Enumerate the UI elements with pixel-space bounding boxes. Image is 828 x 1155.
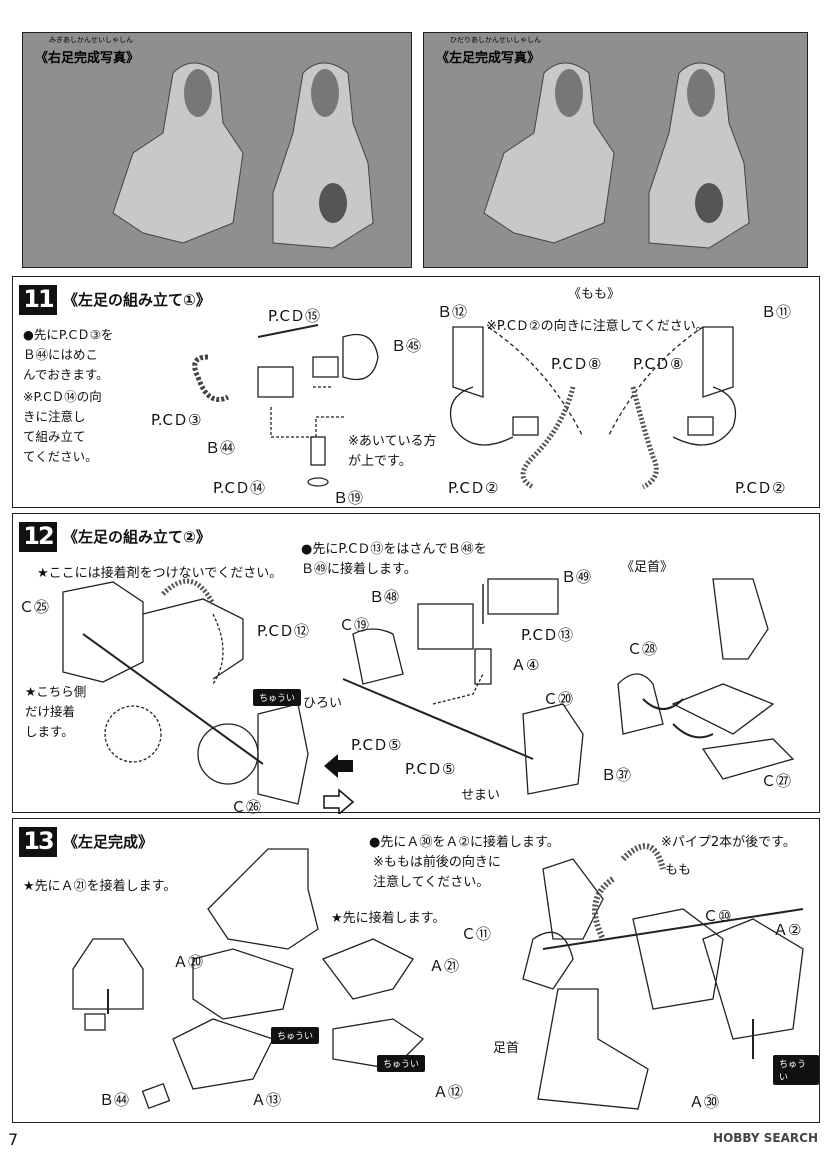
caution-tag-13a: ちゅうい	[271, 1027, 320, 1044]
label-a13: Ａ⑬	[251, 1091, 282, 1109]
label-b54: Ｂ㊹	[99, 1091, 130, 1109]
label-a30: Ａ㉚	[689, 1093, 720, 1111]
caution-tag-13b: ちゅうい	[377, 1055, 426, 1072]
ashikubi-title: 《足首》	[621, 560, 674, 575]
label-a21: Ａ㉑	[429, 957, 460, 975]
label-pcd5-b: P.CＤ⑤	[405, 760, 456, 778]
label-c10: Ｃ⑩	[703, 907, 732, 925]
first-glue-note: ●先にP.CＤ⑬をはさんでＢ㊽を Ｂ㊾に接着します。	[301, 542, 487, 577]
label-hiroi: ひろい	[303, 696, 343, 711]
label-b11: Ｂ⑪	[761, 303, 792, 321]
glue-first-note: ★先に接着します。	[331, 911, 446, 926]
right-leg-photo: みぎあしかんせいしゃしん 《右足完成写真》	[22, 32, 412, 268]
label-b19: Ｂ⑲	[333, 489, 364, 507]
label-a20: Ａ⑳	[173, 953, 204, 971]
momo-title: 《もも》	[568, 287, 621, 302]
step-11-number: 11	[19, 285, 57, 315]
a21-glue-note: ★先にＡ㉑を接着します。	[23, 879, 177, 894]
label-semai: せまい	[461, 788, 501, 803]
a30-glue-note: ●先にＡ㉚をＡ②に接着します。	[369, 835, 560, 850]
label-c27: Ｃ㉗	[761, 772, 792, 790]
step-11-note-1: ●先にP.CＤ③を Ｂ㊹にはめこ んでおきます。	[23, 327, 114, 382]
watermark-brand: HOBBY SEARCH	[713, 1131, 818, 1145]
caution-tag-13c: ちゅうい	[773, 1055, 819, 1085]
right-photo-ruby: みぎあしかんせいしゃしん	[49, 36, 133, 44]
label-b58: Ｂ㊽	[369, 588, 400, 606]
label-c28: Ｃ㉘	[627, 640, 658, 658]
label-c20: Ｃ⑳	[543, 690, 574, 708]
step-13-title: 《左足完成》	[63, 833, 154, 851]
label-c26: Ｃ㉖	[231, 798, 262, 816]
left-leg-photo-shapes	[483, 62, 750, 249]
step-13-panel: 13 《左足完成》 ★先にＡ㉑を接着します。 ●先にＡ㉚をＡ②に接着します。 ※…	[12, 818, 820, 1123]
label-pcd13: P.CＤ⑬	[521, 626, 573, 644]
label-a12: Ａ⑫	[433, 1083, 464, 1101]
step-13-number: 13	[19, 827, 57, 857]
this-side-note: ★こちら側 だけ接着 します。	[25, 684, 87, 739]
pipe-note: ※パイプ2本が後です。	[661, 835, 796, 850]
label-b12: Ｂ⑫	[437, 303, 468, 321]
label-pcd14: P.CＤ⑭	[213, 479, 265, 497]
label-pcd2-b: P.CＤ②	[735, 479, 786, 497]
label-b44: Ｂ㊹	[205, 439, 236, 457]
label-c19: Ｃ⑲	[339, 616, 370, 634]
label-c11: Ｃ⑪	[461, 925, 492, 943]
label-ashikubi-13: 足首	[493, 1041, 520, 1056]
left-photo-label: 《左足完成写真》	[436, 51, 541, 66]
label-b45: Ｂ㊺	[391, 337, 422, 355]
step-12-title: 《左足の組み立て②》	[63, 528, 211, 546]
step-11-diagram	[192, 324, 737, 490]
step-12-panel: 12 《左足の組み立て②》 ★ここには接着剤をつけないでください。 ●先にP.C…	[12, 513, 820, 816]
label-pcd5-a: P.CＤ⑤	[351, 736, 402, 754]
label-b37: Ｂ㊲	[601, 766, 632, 784]
label-b59: Ｂ㊾	[561, 568, 592, 586]
left-leg-photo: ひだりあしかんせいしゃしん 《左足完成写真》	[423, 32, 808, 268]
label-pcd2-a: P.CＤ②	[448, 479, 499, 497]
momo-orientation-note: ※ももは前後の向きに 注意してください。	[373, 855, 501, 890]
step-11-title: 《左足の組み立て①》	[63, 291, 211, 309]
momo-note: ※P.CＤ②の向きに注意してください。	[486, 319, 709, 334]
label-momo-13: もも	[665, 863, 692, 878]
page-number: 7	[8, 1130, 19, 1149]
step-11-note-2: ※P.CＤ⑭の向 きに注意し て組み立て てください。	[23, 389, 102, 464]
label-pcd3: P.CＤ③	[151, 411, 202, 429]
right-photo-label: 《右足完成写真》	[35, 51, 140, 66]
label-pcd8-a: P.CＤ⑧	[551, 355, 602, 373]
left-photo-ruby: ひだりあしかんせいしゃしん	[450, 36, 541, 44]
label-a2: Ａ②	[773, 921, 802, 939]
label-c25: Ｃ㉕	[19, 598, 50, 616]
step-11-panel: 11 《左足の組み立て①》 ●先にP.CＤ③を Ｂ㊹にはめこ んでおきます。 ※…	[12, 276, 820, 508]
step-12-diagram	[62, 578, 795, 814]
label-pcd8-b: P.CＤ⑧	[633, 355, 684, 373]
label-a4: Ａ④	[511, 656, 540, 674]
caution-tag-12: ちゅうい	[253, 689, 302, 706]
step-13-diagram	[72, 843, 804, 1110]
open-side-note: ※あいている方 が上です。	[348, 434, 437, 469]
no-glue-note: ★ここには接着剤をつけないでください。	[37, 566, 283, 581]
label-pcd12: P.CＤ⑫	[257, 622, 309, 640]
step-12-number: 12	[19, 522, 57, 552]
label-pcd15: P.CＤ⑮	[268, 307, 320, 325]
right-leg-photo-shapes	[112, 62, 374, 249]
